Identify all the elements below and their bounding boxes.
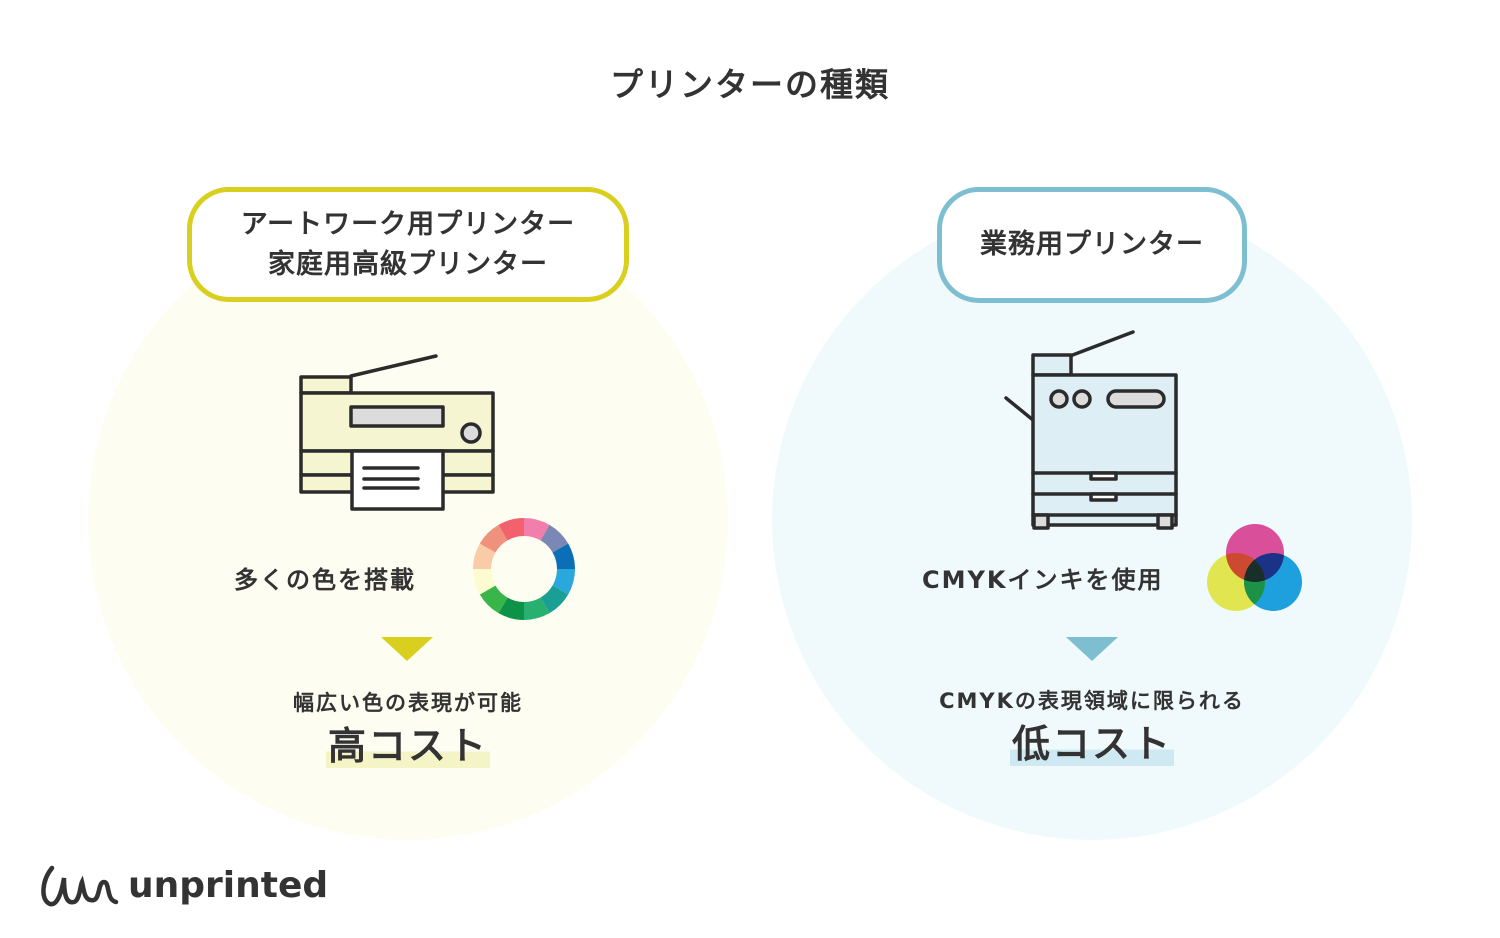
right-feature-text: CMYKインキを使用: [922, 566, 1164, 594]
color-wheel-segment: [524, 597, 550, 620]
left-result-text: 幅広い色の表現が可能: [293, 691, 523, 715]
color-wheel-icon: [473, 518, 575, 620]
left-arrow-down-icon: [381, 637, 433, 661]
badge-line-2: 家庭用高級プリンター: [268, 248, 548, 280]
left-feature-text: 多くの色を搭載: [234, 566, 416, 594]
color-wheel-segment: [498, 518, 524, 541]
unprinted-logo: unprinted: [38, 860, 328, 910]
right-arrow-down-icon: [1066, 637, 1118, 661]
page-title: プリンターの種類: [610, 65, 890, 104]
color-wheel-segment: [540, 524, 569, 553]
color-wheel-segment: [473, 569, 496, 595]
right-cost-label: 低コスト: [1009, 722, 1174, 766]
color-wheel-segment: [498, 597, 524, 620]
home-printer-icon: [299, 354, 495, 511]
cmyk-circle: [1244, 553, 1302, 611]
cmyk-venn-icon: [1207, 524, 1302, 611]
color-wheel-segment: [479, 524, 508, 553]
logo-text: unprinted: [128, 864, 329, 906]
left-cost-label: 高コスト: [325, 724, 490, 768]
artwork-printer-badge: アートワーク用プリンター 家庭用高級プリンター: [187, 187, 629, 302]
right-result-text: CMYKの表現領域に限られる: [939, 689, 1245, 713]
color-wheel-segment: [540, 585, 569, 614]
office-printer-icon: [1004, 330, 1178, 530]
logo-script-icon: [41, 865, 119, 907]
badge-line-1: 業務用プリンター: [980, 229, 1204, 260]
business-printer-badge: 業務用プリンター: [937, 187, 1247, 303]
color-wheel-segment: [524, 518, 550, 541]
color-wheel-segment: [552, 569, 575, 595]
badge-line-1: アートワーク用プリンター: [240, 208, 576, 240]
color-wheel-segment: [552, 543, 575, 569]
color-wheel-segment: [473, 543, 496, 569]
color-wheel-segment: [479, 585, 508, 614]
